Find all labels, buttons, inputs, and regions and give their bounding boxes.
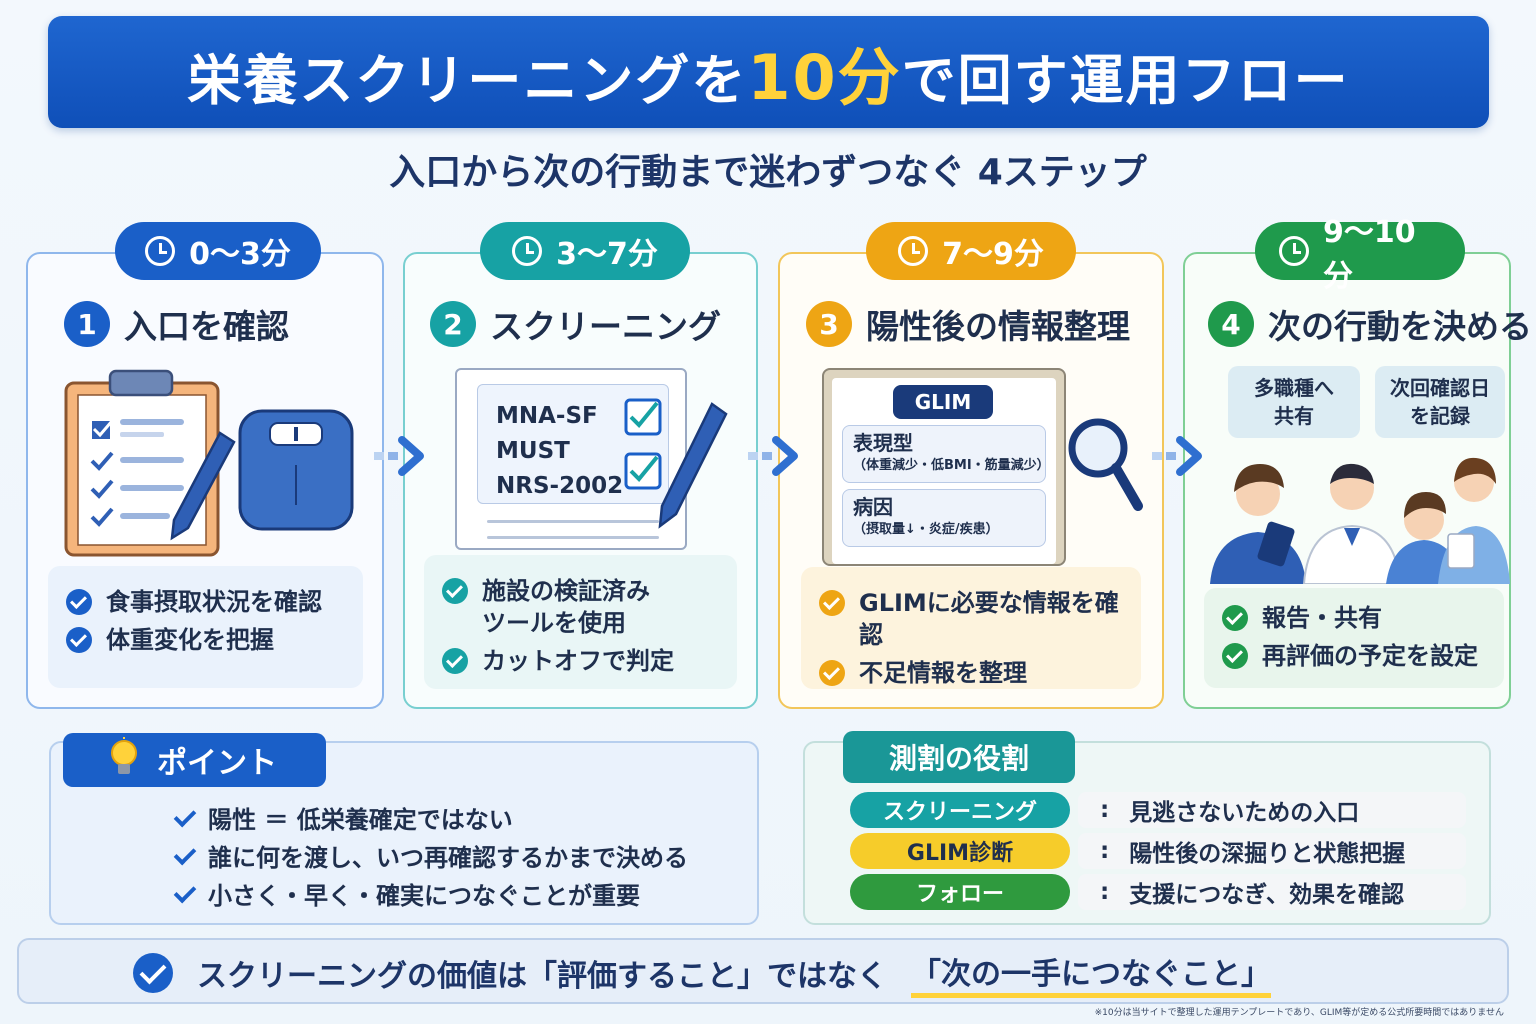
check-icon xyxy=(172,882,194,904)
subtitle: 入口から次の行動まで迷わずつなぐ 4ステップ xyxy=(389,152,1147,193)
check-icon xyxy=(66,589,92,615)
list-item: 誰に何を渡し、いつ再確認するかまで決める xyxy=(172,836,688,874)
glim-tag: GLIM xyxy=(893,385,993,419)
step-title-4: 次の行動を決める xyxy=(1268,307,1532,346)
role-tag-follow: フォロー xyxy=(850,874,1070,910)
care-team-illustration xyxy=(1210,457,1510,584)
point-heading: ポイント xyxy=(63,733,326,787)
time-pill-3: 7～9分 xyxy=(866,222,1076,280)
clipboard-checklist-icon xyxy=(64,369,220,557)
step-number-3: 3 xyxy=(806,301,852,347)
tool-name: MUST xyxy=(496,438,570,464)
doc-line xyxy=(487,536,659,539)
step1-illustration xyxy=(64,369,354,557)
bottom-message: スクリーニングの価値は「評価すること」ではなく 「次の一手につなぐこと」 xyxy=(133,948,1271,998)
page-title: 栄養スクリーニングを10分で回す運用フロー xyxy=(187,41,1350,114)
checkbox-icon xyxy=(624,398,662,436)
check-icon xyxy=(442,578,468,604)
list-item: GLIMに必要な情報を確認 xyxy=(819,587,1123,651)
doc-line xyxy=(487,520,659,523)
role-desc: :支援につなぎ、効果を確認 xyxy=(1078,874,1466,910)
step-title-1: 入口を確認 xyxy=(124,307,289,346)
check-circle-icon xyxy=(133,953,173,993)
time-pill-4: 9～10分 xyxy=(1255,215,1465,294)
role-row: フォロー :支援につなぎ、効果を確認 xyxy=(850,874,1466,910)
step2-check-box: 施設の検証済み ツールを使用 カットオフで判定 xyxy=(424,555,737,689)
pen-icon xyxy=(170,431,236,541)
step-number-1: 1 xyxy=(64,301,110,347)
checkbox-icon xyxy=(624,452,662,490)
step-number-4: 4 xyxy=(1208,301,1254,347)
role-tag-glim: GLIM診断 xyxy=(850,833,1070,869)
magnifier-icon xyxy=(1068,418,1143,511)
step-number-2: 2 xyxy=(430,301,476,347)
check-icon xyxy=(819,590,845,616)
tool-name: MNA-SF xyxy=(496,403,598,429)
clock-icon xyxy=(145,236,176,266)
role-row: スクリーニング :見逃さないための入口 xyxy=(850,792,1466,828)
list-item: 不足情報を整理 xyxy=(819,657,1123,689)
step-heading-3: 3 陽性後の情報整理 xyxy=(806,300,1130,348)
speech-bubble-share: 多職種へ 共有 xyxy=(1228,366,1360,438)
check-icon xyxy=(172,844,194,866)
check-icon xyxy=(1222,605,1248,631)
lightbulb-icon xyxy=(111,737,137,774)
list-item: 食事摂取状況を確認 xyxy=(66,586,345,618)
title-highlight: 10分 xyxy=(747,41,902,114)
list-item: 体重変化を把握 xyxy=(66,624,345,656)
check-icon xyxy=(819,660,845,686)
pen-icon xyxy=(658,402,728,529)
arrow-right-icon xyxy=(748,436,798,476)
step2-marks xyxy=(624,398,728,529)
clock-icon xyxy=(512,236,543,266)
list-item: 施設の検証済み ツールを使用 xyxy=(442,575,719,639)
arrow-right-icon xyxy=(374,436,424,476)
check-icon xyxy=(442,648,468,674)
role-row: GLIM診断 :陽性後の深掘りと状態把握 xyxy=(850,833,1466,869)
list-item: 陽性 ＝ 低栄養確定ではない xyxy=(172,798,688,836)
step-heading-2: 2 スクリーニング xyxy=(430,300,721,348)
bottom-highlight: 「次の一手につなぐこと」 xyxy=(911,949,1271,998)
check-icon xyxy=(172,806,194,828)
check-icon xyxy=(66,627,92,653)
check-icon xyxy=(1222,643,1248,669)
time-pill-1: 0～3分 xyxy=(115,222,321,280)
arrow-right-icon xyxy=(1152,436,1202,476)
roles-heading: 測割の役割 xyxy=(843,731,1075,783)
footnote: ※10分は当サイトで整理した運用テンプレートであり、GLIM等が定める公式所要時… xyxy=(1094,1008,1504,1018)
step4-check-box: 報告・共有 再評価の予定を設定 xyxy=(1204,588,1504,688)
step-heading-1: 1 入口を確認 xyxy=(64,300,289,348)
step-title-2: スクリーニング xyxy=(490,307,721,346)
step3-check-box: GLIMに必要な情報を確認 不足情報を整理 xyxy=(801,567,1141,689)
role-tag-screening: スクリーニング xyxy=(850,792,1070,828)
list-item: カットオフで判定 xyxy=(442,645,719,677)
glim-criteria-etiology: 病因 （摂取量↓・炎症/疾患） xyxy=(842,489,1046,547)
point-label: ポイント xyxy=(157,746,277,781)
role-desc: :陽性後の深掘りと状態把握 xyxy=(1078,833,1466,869)
doctor-icon xyxy=(1302,463,1402,584)
list-item: 再評価の予定を設定 xyxy=(1222,640,1486,672)
clock-icon xyxy=(1279,236,1309,266)
list-item: 小さく・早く・確実につなぐことが重要 xyxy=(172,874,688,912)
weight-scale-icon xyxy=(238,409,354,531)
step-title-3: 陽性後の情報整理 xyxy=(866,307,1130,346)
speech-bubble-record: 次回確認日 を記録 xyxy=(1375,366,1505,438)
glim-criteria-phenotype: 表現型 （体重減少・低BMI・筋量減少） xyxy=(842,425,1050,483)
step-heading-4: 4 次の行動を決める xyxy=(1208,300,1532,348)
point-list: 陽性 ＝ 低栄養確定ではない 誰に何を渡し、いつ再確認するかまで決める 小さく・… xyxy=(172,798,688,912)
nurse-icon xyxy=(1210,464,1306,584)
step1-check-box: 食事摂取状況を確認 体重変化を把握 xyxy=(48,566,363,688)
list-item: 報告・共有 xyxy=(1222,602,1486,634)
nurse-icon xyxy=(1438,457,1510,584)
time-pill-2: 3～7分 xyxy=(480,222,690,280)
tool-name: NRS-2002 xyxy=(496,473,624,499)
role-desc: :見逃さないための入口 xyxy=(1078,792,1466,828)
clock-icon xyxy=(898,236,929,266)
title-banner: 栄養スクリーニングを10分で回す運用フロー xyxy=(48,16,1489,128)
